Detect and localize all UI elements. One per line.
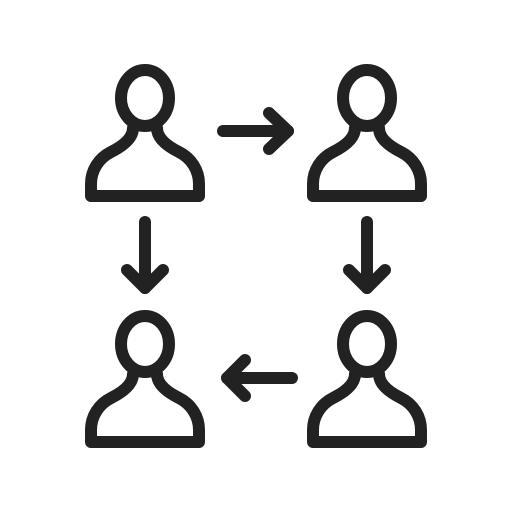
person-icon (313, 316, 421, 442)
arrow-down-icon (121, 216, 169, 294)
arrow-right-icon (217, 107, 294, 155)
person-icon (91, 70, 199, 196)
arrow-left-icon (221, 354, 298, 402)
arrow-down-icon (343, 216, 391, 294)
person-icon (91, 316, 199, 442)
person-icon (313, 70, 421, 196)
